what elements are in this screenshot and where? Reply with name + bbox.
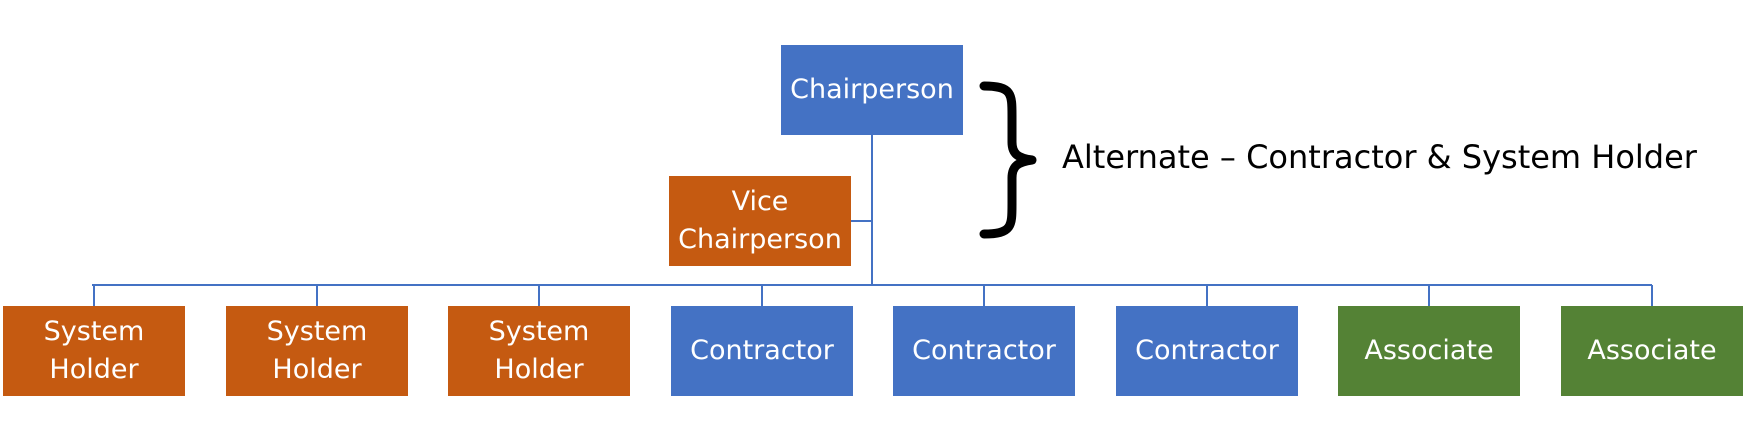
connector-vice-branch [851,220,872,222]
member-box: Contractor [671,306,853,396]
vice-chairperson-label: Vice Chairperson [678,186,842,255]
member-box: System Holder [448,306,630,396]
connector-member-drop [761,285,763,306]
member-box: Associate [1561,306,1743,396]
connector-horizontal-bus [92,284,1652,286]
member-box: System Holder [3,306,185,396]
curly-brace [979,81,1037,239]
connector-member-drop [1428,285,1430,306]
chairperson-box: Chairperson [781,45,963,135]
connector-member-drop [538,285,540,306]
member-box: Associate [1338,306,1520,396]
member-box: Contractor [1116,306,1298,396]
connector-member-drop [983,285,985,306]
member-box: System Holder [226,306,408,396]
connector-member-drop [1651,285,1653,306]
member-label: Contractor [1135,335,1279,366]
member-label: System Holder [43,316,145,385]
connector-member-drop [316,285,318,306]
member-label: System Holder [488,316,590,385]
member-label: Associate [1364,335,1494,366]
member-label: System Holder [266,316,368,385]
connector-chair-trunk [871,135,873,285]
chairperson-label: Chairperson [790,74,954,105]
member-label: Associate [1587,335,1717,366]
alternate-annotation: Alternate – Contractor & System Holder [1062,138,1697,176]
connector-member-drop [93,285,95,306]
member-label: Contractor [690,335,834,366]
member-label: Contractor [912,335,1056,366]
member-box: Contractor [893,306,1075,396]
vice-chairperson-box: Vice Chairperson [669,176,851,266]
connector-member-drop [1206,285,1208,306]
